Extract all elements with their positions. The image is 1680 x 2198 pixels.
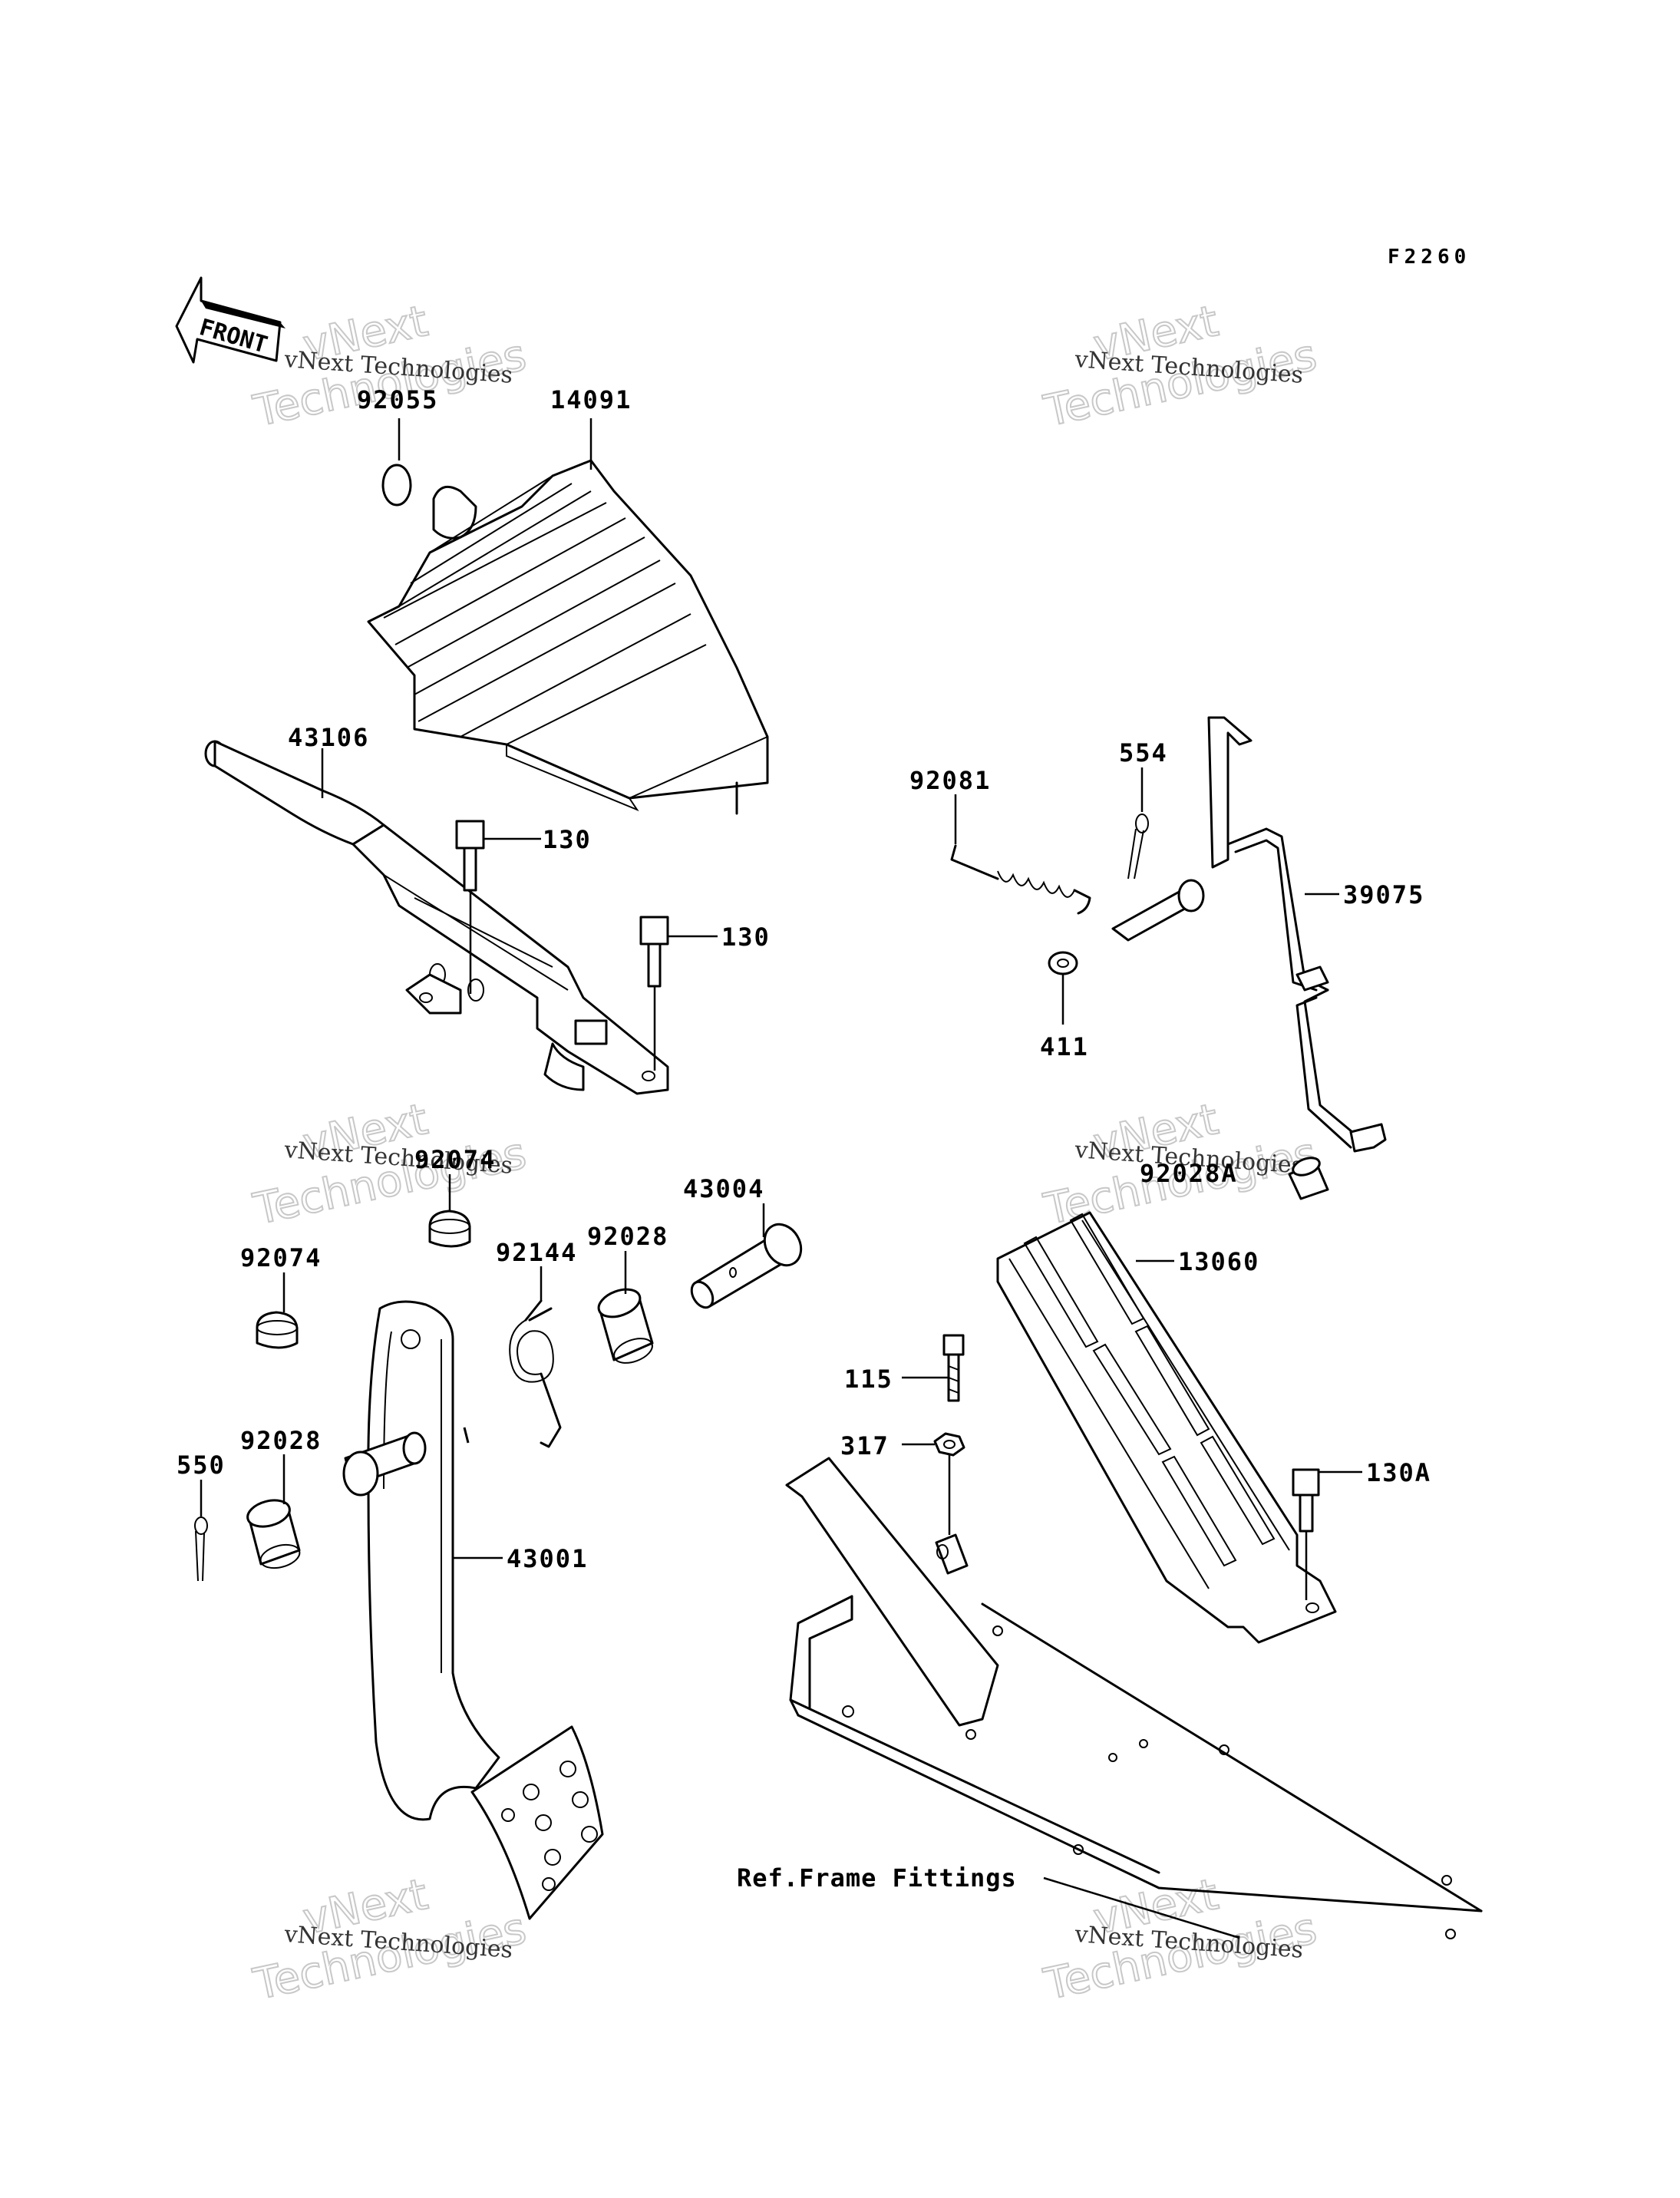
label-554: 554 bbox=[1119, 738, 1168, 767]
label-317: 317 bbox=[840, 1431, 890, 1460]
label-92081: 92081 bbox=[909, 766, 991, 795]
label-92028-upper: 92028 bbox=[587, 1222, 668, 1251]
label-39075: 39075 bbox=[1343, 880, 1424, 909]
shaft-39075 bbox=[1111, 716, 1387, 1153]
label-550: 550 bbox=[177, 1450, 226, 1480]
label-92144: 92144 bbox=[496, 1238, 577, 1267]
cap-92074-upper bbox=[428, 1174, 471, 1248]
label-92074-lower: 92074 bbox=[240, 1243, 322, 1272]
bushing-92028-upper bbox=[597, 1251, 654, 1364]
bushing-92028-lower bbox=[246, 1454, 301, 1569]
cotter-pin-550 bbox=[194, 1480, 208, 1582]
label-411: 411 bbox=[1040, 1032, 1089, 1061]
label-92028-lower: 92028 bbox=[240, 1426, 322, 1455]
label-92055: 92055 bbox=[357, 385, 438, 414]
figure-code: F2260 bbox=[1388, 246, 1470, 269]
label-115: 115 bbox=[844, 1365, 893, 1394]
cotter-pin-554 bbox=[1127, 767, 1149, 880]
torsion-spring-92144 bbox=[509, 1266, 562, 1448]
nut-317 bbox=[902, 1432, 965, 1535]
cap-92074-lower bbox=[256, 1272, 299, 1349]
label-92074-upper: 92074 bbox=[414, 1145, 496, 1174]
bolt-130A bbox=[1292, 1468, 1362, 1600]
label-43004: 43004 bbox=[683, 1174, 764, 1203]
bushing-92028A bbox=[1288, 1157, 1329, 1200]
lever-43106 bbox=[204, 740, 669, 1095]
pin-43004 bbox=[690, 1203, 803, 1309]
label-ref-frame-fittings: Ref.Frame Fittings bbox=[737, 1863, 1017, 1893]
label-43001: 43001 bbox=[507, 1544, 588, 1573]
bolt-130-upper bbox=[455, 820, 541, 994]
brake-pedal-43001 bbox=[342, 1300, 604, 1920]
washer-411 bbox=[1048, 951, 1078, 1025]
frame-floor bbox=[785, 1457, 1483, 1939]
accelerator-pedal-13060 bbox=[996, 1211, 1337, 1644]
label-130-upper: 130 bbox=[543, 825, 592, 854]
spring-92081 bbox=[950, 794, 1091, 915]
label-130A: 130A bbox=[1366, 1458, 1431, 1487]
bolt-130-lower bbox=[639, 916, 718, 1071]
label-92028A: 92028A bbox=[1140, 1159, 1238, 1188]
cover-14091 bbox=[367, 418, 769, 815]
label-43106: 43106 bbox=[288, 723, 369, 752]
o-ring-92055 bbox=[381, 418, 412, 507]
label-130-lower: 130 bbox=[721, 922, 771, 952]
bolt-115 bbox=[902, 1334, 965, 1402]
front-arrow-icon: FRONT bbox=[175, 276, 286, 364]
label-14091: 14091 bbox=[550, 385, 632, 414]
label-13060: 13060 bbox=[1178, 1247, 1259, 1276]
